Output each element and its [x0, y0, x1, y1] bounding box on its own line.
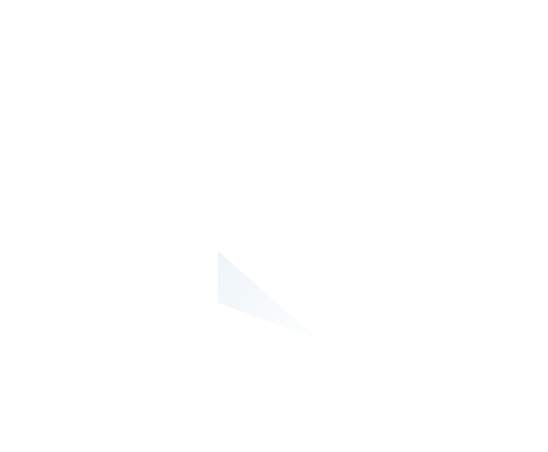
faint-triangle-shape-icon	[210, 245, 330, 345]
